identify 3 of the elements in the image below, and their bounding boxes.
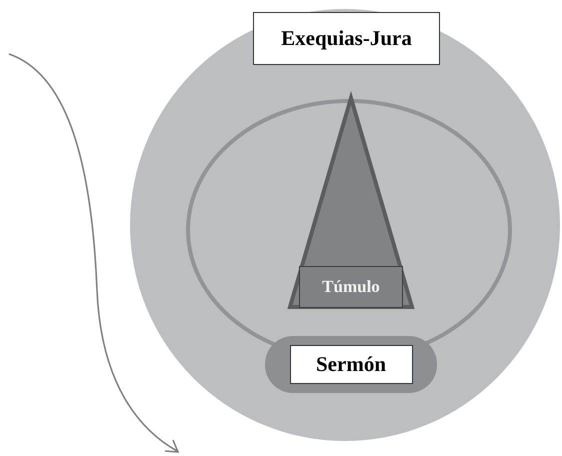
label-box: Sermón xyxy=(290,345,412,384)
pill-band xyxy=(265,336,437,393)
label-plate: Túmulo xyxy=(299,266,403,308)
